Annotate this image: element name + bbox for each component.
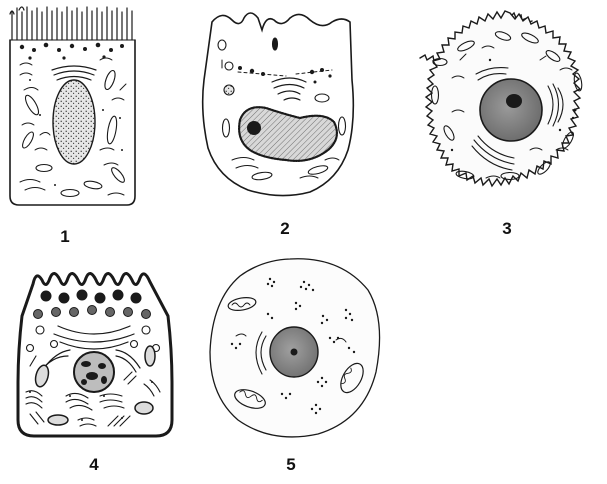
cell-1-nucleus	[53, 80, 95, 164]
cell-3-nucleus	[480, 79, 542, 141]
cell-5-label: 5	[276, 455, 306, 475]
cell-5	[210, 259, 380, 437]
cell-5-nucleolus	[291, 349, 298, 356]
cell-4-nucleus	[74, 352, 114, 392]
cell-2-label: 2	[270, 219, 300, 239]
cell-1-label: 1	[50, 227, 80, 247]
cell-4	[18, 273, 172, 436]
cell-4-label: 4	[79, 455, 109, 475]
cell-2	[203, 13, 354, 196]
cell-2-granules	[238, 66, 332, 84]
cell-1-microvilli	[10, 7, 132, 40]
cell-3	[420, 11, 583, 186]
cell-2-membrane	[203, 13, 354, 196]
cell-2-nucleolus	[247, 121, 261, 135]
cell-3-label: 3	[492, 219, 522, 239]
cell-2-vesicles	[218, 38, 278, 95]
cell-1-apical-granules	[20, 43, 124, 60]
cell-1	[10, 7, 135, 205]
cell-1-golgi	[52, 66, 96, 80]
cell-2-golgi	[272, 78, 306, 100]
cell-3-nucleolus	[506, 94, 522, 108]
